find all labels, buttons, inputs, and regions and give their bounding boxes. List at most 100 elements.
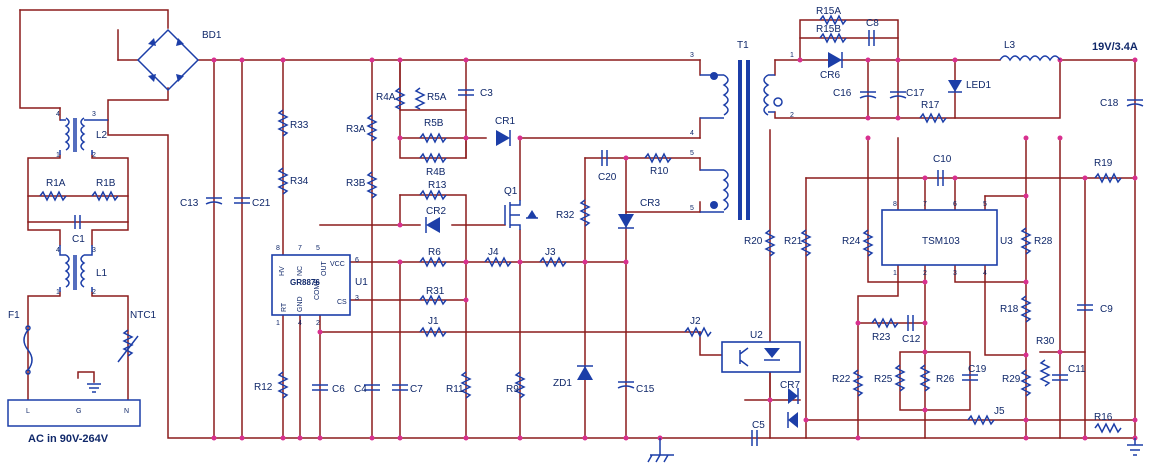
controller-ic-u1 xyxy=(271,254,351,316)
ref-r15a: R15A xyxy=(816,6,841,17)
diodes xyxy=(425,52,962,428)
ref-r33: R33 xyxy=(290,120,309,131)
svg-text:8: 8 xyxy=(276,245,280,252)
ground-symbol xyxy=(647,438,1143,463)
ref-t1: T1 xyxy=(737,40,749,51)
ref-r3b: R3B xyxy=(346,178,366,189)
vertical-resistors xyxy=(277,87,1051,399)
ref-r4a: R4A xyxy=(376,92,396,103)
svg-text:GR8876: GR8876 xyxy=(290,278,320,287)
ref-c8: C8 xyxy=(866,18,879,29)
ref-c3: C3 xyxy=(480,88,493,99)
fuse-f1-symbol xyxy=(23,325,33,375)
capacitor-c1-symbol xyxy=(74,215,81,229)
ref-r24: R24 xyxy=(842,236,861,247)
svg-text:7: 7 xyxy=(298,245,302,252)
ref-r5b: R5B xyxy=(424,118,444,129)
ref-c13: C13 xyxy=(180,198,199,209)
ref-r12: R12 xyxy=(254,382,273,393)
svg-text:7: 7 xyxy=(923,201,927,208)
svg-text:RT: RT xyxy=(281,302,288,312)
ref-c7: C7 xyxy=(410,384,423,395)
svg-text:3: 3 xyxy=(953,270,957,277)
svg-text:3: 3 xyxy=(92,247,96,254)
svg-text:1: 1 xyxy=(56,289,60,296)
junctions xyxy=(211,57,1138,441)
svg-text:4: 4 xyxy=(298,320,302,327)
svg-text:N: N xyxy=(124,408,129,415)
capacitors xyxy=(312,30,1144,446)
svg-text:6: 6 xyxy=(953,201,957,208)
ref-r6: R6 xyxy=(428,247,441,258)
ref-r25: R25 xyxy=(874,374,893,385)
ref-u3: U3 xyxy=(1000,236,1013,247)
wires xyxy=(19,9,1136,439)
ref-f1: F1 xyxy=(8,310,20,321)
ref-c17: C17 xyxy=(906,88,925,99)
resistor-r1a-symbol xyxy=(39,190,67,202)
svg-text:2: 2 xyxy=(92,289,96,296)
svg-text:CS: CS xyxy=(337,299,347,306)
capacitor-c21-symbol xyxy=(234,197,250,204)
svg-text:GND: GND xyxy=(297,296,304,312)
svg-text:COMP: COMP xyxy=(314,279,321,300)
ref-j5: J5 xyxy=(994,406,1005,417)
svg-text:3: 3 xyxy=(690,52,694,59)
u1-pin-labels: HV NC COMP OUT VCC RT GND CS xyxy=(279,261,347,313)
svg-text:5: 5 xyxy=(690,205,694,212)
ref-c20: C20 xyxy=(598,172,617,183)
svg-text:G: G xyxy=(76,408,81,415)
svg-text:TSM103: TSM103 xyxy=(922,236,960,247)
ref-c19: C19 xyxy=(968,364,987,375)
svg-text:5: 5 xyxy=(983,201,987,208)
ref-r30: R30 xyxy=(1036,336,1055,347)
ref-c6: C6 xyxy=(332,384,345,395)
ref-j2: J2 xyxy=(690,316,701,327)
ref-c21: C21 xyxy=(252,198,271,209)
ref-cr1: CR1 xyxy=(495,116,515,127)
ref-cr6: CR6 xyxy=(820,70,840,81)
ref-c15: C15 xyxy=(636,384,655,395)
svg-text:2: 2 xyxy=(316,320,320,327)
ref-zd1: ZD1 xyxy=(553,378,572,389)
ref-led1: LED1 xyxy=(966,80,991,91)
ref-r19: R19 xyxy=(1094,158,1113,169)
ref-l1: L1 xyxy=(96,268,108,279)
ref-r16: R16 xyxy=(1094,412,1113,423)
ref-u1: U1 xyxy=(355,277,368,288)
input-label: AC in 90V-264V xyxy=(28,433,109,445)
ref-r3a: R3A xyxy=(346,124,366,135)
ref-u2: U2 xyxy=(750,330,763,341)
svg-text:2: 2 xyxy=(923,270,927,277)
bridge-rectifier-symbol xyxy=(136,28,200,92)
ref-cr7: CR7 xyxy=(780,380,800,391)
svg-text:3: 3 xyxy=(355,295,359,302)
ref-c1: C1 xyxy=(72,234,85,245)
inductor-l3-symbol xyxy=(999,55,1061,62)
ref-c9: C9 xyxy=(1100,304,1113,315)
resistor-r1b-symbol xyxy=(91,190,119,202)
svg-text:1: 1 xyxy=(276,320,280,327)
comparator-ic-u3 xyxy=(881,209,998,266)
ref-c5: C5 xyxy=(752,420,765,431)
ref-r23: R23 xyxy=(872,332,891,343)
ref-r20: R20 xyxy=(744,236,763,247)
svg-text:HV: HV xyxy=(279,266,286,276)
common-mode-choke-l1-symbol xyxy=(59,245,93,292)
ref-r28: R28 xyxy=(1034,236,1053,247)
ref-r18: R18 xyxy=(1000,304,1019,315)
ref-c16: C16 xyxy=(833,88,852,99)
ref-r34: R34 xyxy=(290,176,309,187)
pin-number-labels: 8 7 5 6 1 4 2 3 3 4 5 5 1 2 4 3 1 2 4 3 … xyxy=(56,52,987,327)
svg-text:1: 1 xyxy=(56,152,60,159)
ref-r1a: R1A xyxy=(46,178,66,189)
svg-text:2: 2 xyxy=(92,152,96,159)
ic-part-labels: GR8876 TSM103 xyxy=(290,236,960,287)
ref-r17: R17 xyxy=(921,100,940,111)
transformer-t1-symbol xyxy=(700,60,783,220)
common-mode-choke-l2-symbol xyxy=(59,117,108,155)
svg-text:L: L xyxy=(26,408,30,415)
svg-text:OUT: OUT xyxy=(321,261,328,277)
ref-r4b: R4B xyxy=(426,167,446,178)
